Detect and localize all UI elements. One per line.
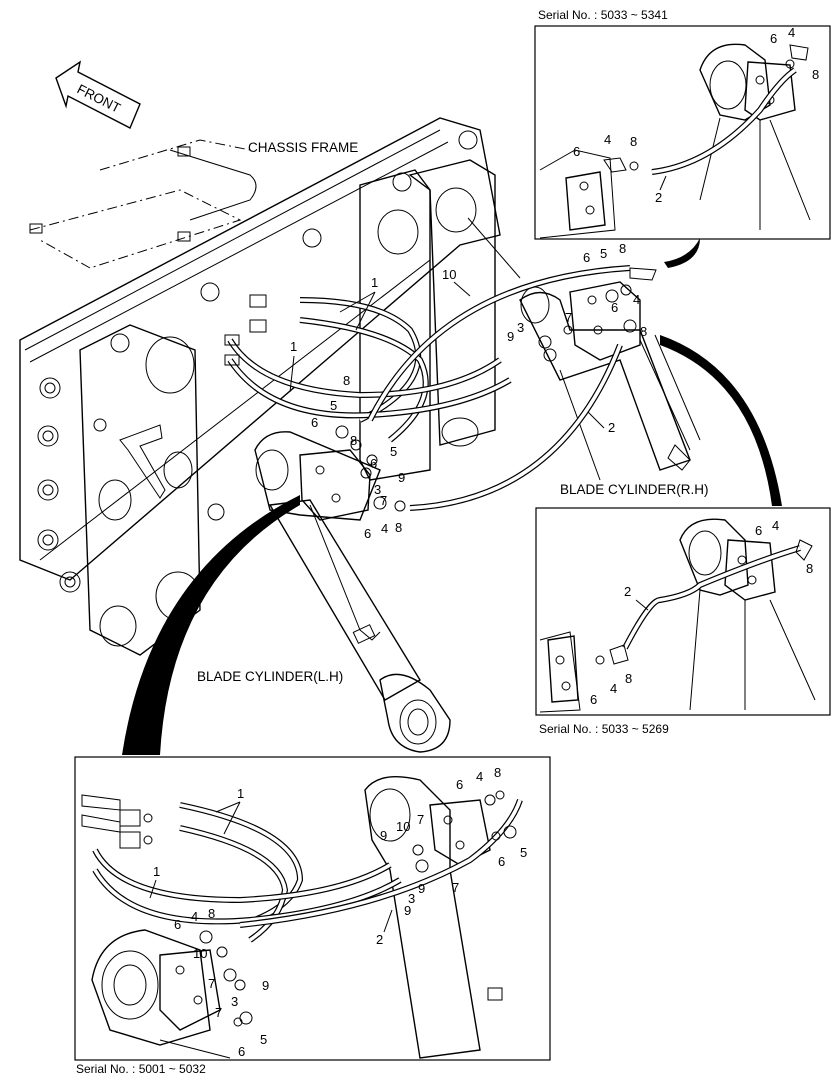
callout: 8 — [350, 433, 357, 448]
callout: 5 — [520, 845, 527, 860]
callout: 1 — [371, 275, 378, 290]
front-arrow: FRONT — [55, 60, 141, 129]
callout: 6 — [498, 854, 505, 869]
callout: 4 — [788, 25, 795, 40]
inset-bottom: Serial No. : 5001 ~ 5032 — [74, 756, 551, 1076]
callout: 8 — [494, 765, 501, 780]
inset-frame — [534, 25, 831, 240]
main-callouts: 1 1 10 5 6 8 6 5 8 7 3 9 6 4 8 2 8 5 6 7… — [289, 241, 647, 541]
callout: 4 — [610, 681, 617, 696]
blade-cylinder-rh-label: BLADE CYLINDER(R.H) — [560, 482, 709, 497]
callout: 2 — [624, 584, 631, 599]
callout: 6 — [611, 300, 618, 315]
serial-top-right: Serial No. : 5033 ~ 5341 — [538, 8, 668, 22]
callout: 1 — [153, 864, 160, 879]
callout: 6 — [238, 1044, 245, 1059]
callout: 10 — [193, 946, 207, 961]
callout: 8 — [640, 324, 647, 339]
callout: 6 — [311, 415, 318, 430]
callout: 8 — [806, 561, 813, 576]
callout: 5 — [390, 444, 397, 459]
blade-cylinder-lh: BLADE CYLINDER(L.H) — [197, 431, 451, 753]
callout: 9 — [398, 470, 405, 485]
callout: 9 — [418, 881, 425, 896]
callout: 6 — [573, 144, 580, 159]
inset-mid-right: Serial No. : 5033 ~ 5269 6 4 8 2 6 4 8 — [535, 507, 831, 736]
chassis-frame-label: CHASSIS FRAME — [248, 140, 358, 155]
callout: 9 — [262, 978, 269, 993]
callout: 3 — [517, 320, 524, 335]
callout: 6 — [370, 456, 377, 471]
inset-frame — [535, 507, 831, 716]
callout: 4 — [633, 292, 640, 307]
callout: 8 — [619, 241, 626, 256]
callout: 3 — [374, 482, 381, 497]
callout: 6 — [456, 777, 463, 792]
callout: 5 — [600, 246, 607, 261]
callout: 6 — [174, 917, 181, 932]
callout: 6 — [583, 250, 590, 265]
callout: 10 — [442, 267, 456, 282]
callout: 8 — [630, 134, 637, 149]
callout: 4 — [772, 518, 779, 533]
callout: 9 — [507, 329, 514, 344]
callout: 4 — [191, 909, 198, 924]
callout: 6 — [755, 523, 762, 538]
callout: 3 — [408, 891, 415, 906]
callout: 6 — [590, 692, 597, 707]
callout: 7 — [215, 1005, 222, 1020]
callout: 5 — [260, 1032, 267, 1047]
detail-connectors — [122, 238, 782, 755]
callout: 1 — [290, 339, 297, 354]
callout: 2 — [655, 190, 662, 205]
callout: 2 — [608, 420, 615, 435]
callout: 8 — [343, 373, 350, 388]
callout: 6 — [770, 31, 777, 46]
callout: 7 — [417, 812, 424, 827]
callout: 6 — [364, 526, 371, 541]
callout: 8 — [395, 520, 402, 535]
serial-mid-right: Serial No. : 5033 ~ 5269 — [539, 722, 669, 736]
blade-cylinder-lh-label: BLADE CYLINDER(L.H) — [197, 669, 343, 684]
callout: 5 — [330, 398, 337, 413]
callout: 9 — [404, 903, 411, 918]
callout: 10 — [396, 819, 410, 834]
callout: 4 — [604, 132, 611, 147]
callout: 9 — [380, 828, 387, 843]
callout: 7 — [565, 310, 572, 325]
callout: 2 — [376, 932, 383, 947]
callout: 4 — [476, 769, 483, 784]
inset-top-right: Serial No. : 5033 ~ 5341 6 4 8 6 4 8 2 — [534, 8, 831, 240]
callout: 7 — [208, 976, 215, 991]
serial-bottom: Serial No. : 5001 ~ 5032 — [76, 1062, 206, 1076]
callout: 8 — [208, 906, 215, 921]
callout: 7 — [380, 493, 387, 508]
front-label: FRONT — [75, 81, 123, 115]
callout: 8 — [812, 67, 819, 82]
callout: 7 — [452, 880, 459, 895]
callout: 8 — [625, 671, 632, 686]
callout: 4 — [381, 521, 388, 536]
blade-cylinder-rh: BLADE CYLINDER(R.H) — [519, 281, 709, 497]
callout: 1 — [237, 786, 244, 801]
callout: 3 — [231, 994, 238, 1009]
main-hoses — [224, 265, 657, 512]
